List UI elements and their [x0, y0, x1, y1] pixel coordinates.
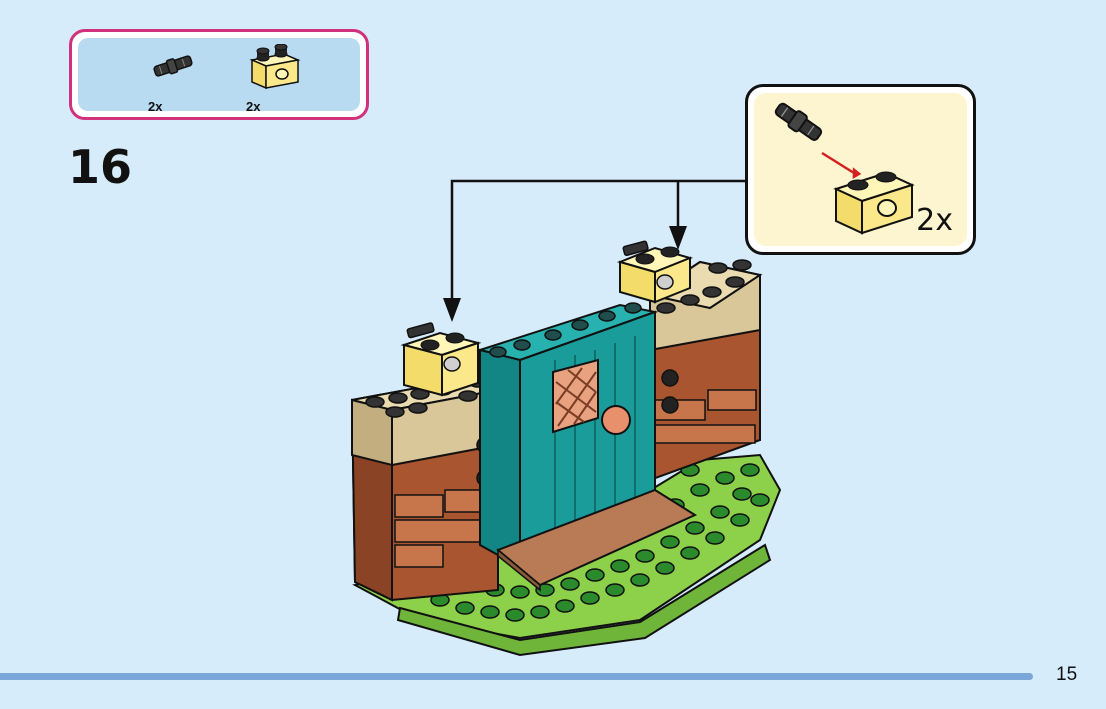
yellow-brick-left	[400, 322, 482, 397]
left-wall	[350, 376, 499, 602]
parts-list-panel: 2x 2x	[78, 38, 360, 114]
yellow-technic-brick-icon	[833, 171, 915, 235]
parts-list-item-pin: 2x	[148, 44, 208, 114]
yellow-technic-brick-icon	[249, 44, 301, 90]
arrow-head-right	[669, 226, 687, 250]
callout-panel: 2x	[754, 93, 967, 246]
placement-arrows	[450, 179, 745, 300]
callout-quantity: 2x	[916, 203, 953, 238]
parts-list-box: 2x 2x	[69, 29, 369, 120]
page-footer-bar	[0, 673, 1033, 680]
door-step	[496, 488, 698, 592]
right-wall	[647, 259, 763, 482]
teal-door	[476, 302, 659, 557]
black-pin-icon	[153, 55, 193, 77]
step-number: 16	[68, 140, 133, 194]
pin-into-brick-illustration	[774, 102, 915, 235]
black-pin-icon	[774, 102, 823, 141]
callout-box: 2x	[745, 84, 976, 255]
yellow-brick-right	[616, 240, 694, 304]
parts-list-qty: 2x	[246, 99, 261, 114]
parts-list-item-brick: 2x	[246, 44, 306, 114]
red-arrow-icon	[821, 151, 855, 175]
parts-list-qty: 2x	[148, 99, 163, 114]
page-number: 15	[1056, 664, 1078, 685]
arrow-head-left	[443, 298, 461, 322]
